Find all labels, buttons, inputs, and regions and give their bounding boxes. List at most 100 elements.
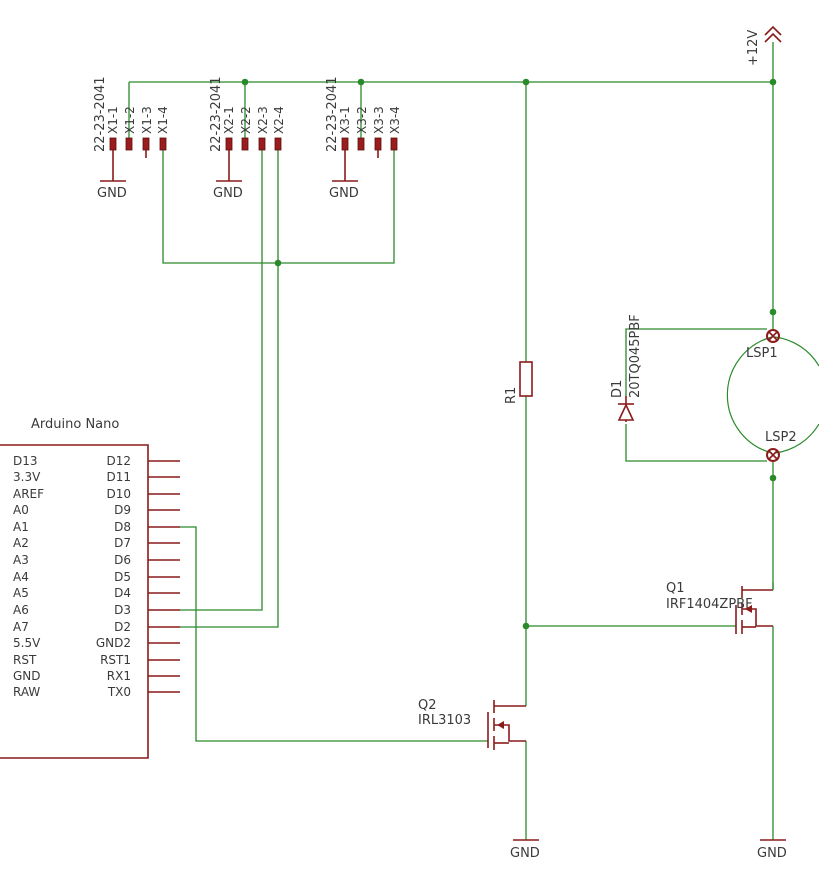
junction-dot <box>522 622 530 630</box>
ground-q2: GND <box>510 839 540 861</box>
arduino-pin-label: A3 <box>13 553 29 567</box>
connector-pin <box>258 137 266 151</box>
mosfet-q2: Q2 IRL3103 <box>418 698 526 750</box>
junction-dot <box>241 78 249 86</box>
connector-pin <box>225 137 233 151</box>
junction-dot <box>274 259 282 267</box>
q1-value: IRF1404ZPBF <box>666 597 753 612</box>
lsp1-label: LSP1 <box>746 346 778 361</box>
ground-q2-label: GND <box>510 846 540 861</box>
q2-value: IRL3103 <box>418 713 471 728</box>
arduino-pin-label: RX1 <box>107 669 131 683</box>
connector-x1-gnd: GND <box>97 186 127 201</box>
wire-x2-3-to-d3 <box>180 150 263 611</box>
arduino-pin-label: GND <box>13 669 41 683</box>
connector-x3-pin2-label: X3-2 <box>355 106 369 134</box>
wire-d1-cathode <box>625 328 767 396</box>
speaker-outline <box>726 336 773 454</box>
arduino-pin-label: A7 <box>13 620 29 634</box>
junction-dot <box>522 78 530 86</box>
arduino-pin-label: A1 <box>13 520 29 534</box>
connector-x2-pin2-label: X2-2 <box>239 106 253 134</box>
arduino-pin-label: A4 <box>13 570 29 584</box>
arduino-pin-label: D13 <box>13 454 38 468</box>
connector-x1-part: 22-23-2041 <box>93 76 108 152</box>
arduino-pin-label: A5 <box>13 586 29 600</box>
arduino-title: Arduino Nano <box>31 417 119 432</box>
arduino-pin-label: A6 <box>13 603 29 617</box>
q2-name: Q2 <box>418 698 437 713</box>
d1-name: D1 <box>610 380 625 398</box>
arduino-pin-label: RST <box>13 653 37 667</box>
wire-d1-anode <box>625 424 767 462</box>
terminal-icon <box>766 448 780 462</box>
lsp2-terminal <box>766 448 780 462</box>
connector-x2-pin1-label: X2-1 <box>222 106 236 134</box>
arduino-pin-label: D10 <box>106 487 131 501</box>
arduino-pin-label: D12 <box>106 454 131 468</box>
arduino-nano: Arduino Nano D13 3.3V AREF A0 A1 A2 A3 A… <box>0 417 149 759</box>
connector-x1: 22-23-2041 X1-1 X1-2 X1-3 X1-4 GND <box>93 76 170 201</box>
ground-q1: GND <box>757 839 787 861</box>
arduino-pin-label: D9 <box>114 503 131 517</box>
connector-x3-part: 22-23-2041 <box>325 76 340 152</box>
arduino-pin-label: D6 <box>114 553 131 567</box>
arduino-pin-label: D7 <box>114 536 131 550</box>
connector-pin <box>390 137 398 151</box>
arduino-body <box>0 444 149 759</box>
arduino-pin-label: A2 <box>13 536 29 550</box>
diode-d1: D1 20TQ045PBF <box>610 314 643 424</box>
arduino-pin-label: D8 <box>114 520 131 534</box>
mosfet-arrow-icon <box>745 605 752 613</box>
supply-12v: +12V <box>746 25 782 66</box>
arduino-pin-label: D4 <box>114 586 131 600</box>
connector-x3-pin1-label: X3-1 <box>338 106 352 134</box>
arduino-pin-label: 5.5V <box>13 636 41 650</box>
supply-label: +12V <box>746 30 761 66</box>
r1-label: R1 <box>504 387 519 404</box>
connector-x2-gnd: GND <box>213 186 243 201</box>
arduino-pin-label: D3 <box>114 603 131 617</box>
speaker-lsp: LSP1 LSP2 <box>726 329 819 462</box>
connector-x1-pin1-label: X1-1 <box>106 106 120 134</box>
lsp2-label: LSP2 <box>765 430 797 445</box>
connector-pin <box>357 137 365 151</box>
connector-pin <box>341 137 349 151</box>
connector-x2-part: 22-23-2041 <box>209 76 224 152</box>
lsp1-terminal <box>766 329 780 343</box>
connector-x1-pin4-label: X1-4 <box>156 106 170 134</box>
connector-pin <box>374 137 382 151</box>
connector-x2-pin4-label: X2-4 <box>272 106 286 134</box>
mosfet-q1: Q1 IRF1404ZPBF <box>666 581 774 634</box>
connector-pin <box>142 137 150 151</box>
supply-arrow-icon <box>764 25 782 43</box>
connector-x1-pin3-label: X1-3 <box>140 106 154 134</box>
junction-dot <box>769 474 777 482</box>
connector-x3-pin4-label: X3-4 <box>388 106 402 134</box>
connector-pin <box>109 137 117 151</box>
arduino-left-pins: D13 3.3V AREF A0 A1 A2 A3 A4 A5 A6 A7 5.… <box>13 454 44 699</box>
connector-x1-pin2-label: X1-2 <box>123 106 137 134</box>
arduino-pin-label: D11 <box>106 470 131 484</box>
mosfet-arrow-icon <box>497 721 504 729</box>
arduino-right-pins: D12 D11 D10 D9 D8 D7 D6 D5 D4 D3 D2 GND2… <box>96 454 131 699</box>
connector-x3-pin3-label: X3-3 <box>372 106 386 134</box>
diode-icon <box>617 403 635 421</box>
arduino-pin-stubs <box>148 460 180 693</box>
arduino-pin-label: RAW <box>13 685 40 699</box>
connector-x2: 22-23-2041 X2-1 X2-2 X2-3 X2-4 GND <box>209 76 286 201</box>
junction-dot <box>769 308 777 316</box>
arduino-pin-label: TX0 <box>107 685 131 699</box>
arduino-pin-label: D5 <box>114 570 131 584</box>
arduino-pin-label: 3.3V <box>13 470 41 484</box>
terminal-icon <box>766 329 780 343</box>
arduino-pin-label: AREF <box>13 487 44 501</box>
d1-value: 20TQ045PBF <box>628 314 643 398</box>
ground-q1-label: GND <box>757 846 787 861</box>
connector-x2-pin3-label: X2-3 <box>256 106 270 134</box>
connector-x3: 22-23-2041 X3-1 X3-2 X3-3 X3-4 GND <box>325 76 402 201</box>
arduino-pin-label: A0 <box>13 503 29 517</box>
connector-pin <box>159 137 167 151</box>
q1-name: Q1 <box>666 581 685 596</box>
